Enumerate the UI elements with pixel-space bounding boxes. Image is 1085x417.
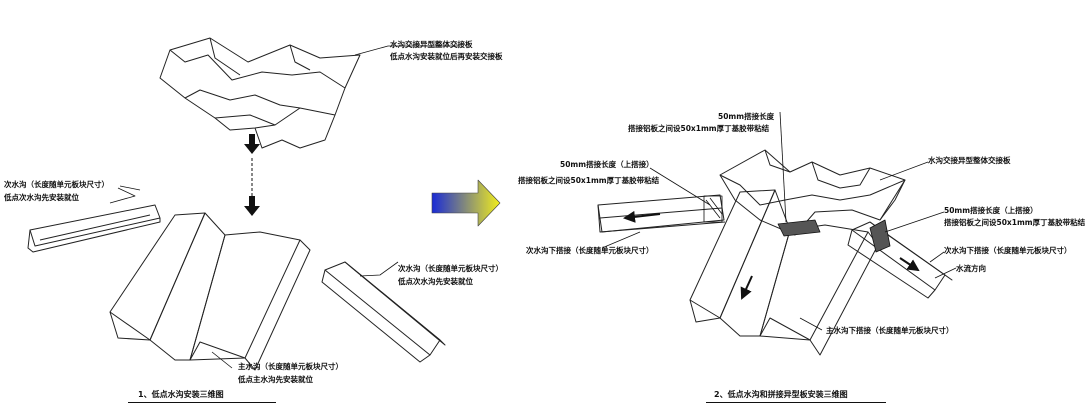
label-left-sub-gutter-note: 低点次水沟先安装就位: [4, 193, 79, 202]
label-overlap-right: 50mm搭接长度（上搭接）: [944, 206, 1038, 215]
label-sub-gutter-left: 次水沟下搭接（长度随单元板块尺寸）: [526, 246, 654, 255]
right-left-sub-gutter-shape: [597, 194, 726, 233]
label-left-sub-gutter: 次水沟（长度随单元板块尺寸）: [4, 180, 109, 189]
caption-left: 1、低点水沟安装三维图: [138, 390, 224, 399]
label-flow-direction: 水流方向: [956, 264, 986, 273]
label-overlap-top: 50mm搭接长度: [718, 112, 775, 121]
label-sub-gutter-right: 次水沟下搭接（长度随单元板块尺寸）: [944, 246, 1072, 255]
label-right-sub-gutter: 次水沟（长度随单元板块尺寸）: [398, 264, 503, 273]
label-overlap-left: 50mm搭接长度（上搭接）: [560, 160, 654, 169]
main-gutter-shape: [109, 212, 311, 371]
label-right-sub-gutter-note: 低点次水沟先安装就位: [398, 277, 473, 286]
joint-plate-shape: [159, 37, 361, 149]
caption-right-underline: [706, 402, 886, 403]
label-overlap-top-note: 搭接铝板之间设50x1mm厚丁基胶带粘结: [628, 124, 770, 133]
down-arrow-icon: [244, 134, 260, 216]
label-overlap-right-note: 搭接铝板之间设50x1mm厚丁基胶带粘结: [944, 218, 1085, 227]
right-sub-gutter-shape: [321, 261, 446, 363]
label-main-gutter-overlap: 主水沟下搭接（长度随单元板块尺寸）: [826, 326, 954, 335]
label-right-joint-plate: 水沟交接异型整体交接板: [928, 156, 1011, 165]
flow-arrow-icon: [623, 210, 920, 300]
label-main-gutter-note: 低点主水沟先安装就位: [238, 375, 313, 384]
label-joint-plate-note: 低点水沟安装就位后再安装交接板: [390, 52, 503, 61]
right-right-sub-gutter-shape: [847, 221, 953, 299]
caption-right: 2、低点水沟和拼接异型板安装三维图: [714, 390, 848, 399]
label-joint-plate: 水沟交接异型整体交接板: [390, 40, 473, 49]
right-joint-plate-shape: [719, 149, 906, 236]
caption-left-underline: [128, 402, 276, 403]
overlap-zones: [703, 195, 891, 253]
label-overlap-left-note: 搭接铝板之间设50x1mm厚丁基胶带粘结: [518, 176, 660, 185]
label-main-gutter: 主水沟（长度随单元板块尺寸）: [238, 362, 343, 371]
direction-arrow: [431, 179, 501, 227]
left-sub-gutter-shape: [27, 204, 161, 253]
